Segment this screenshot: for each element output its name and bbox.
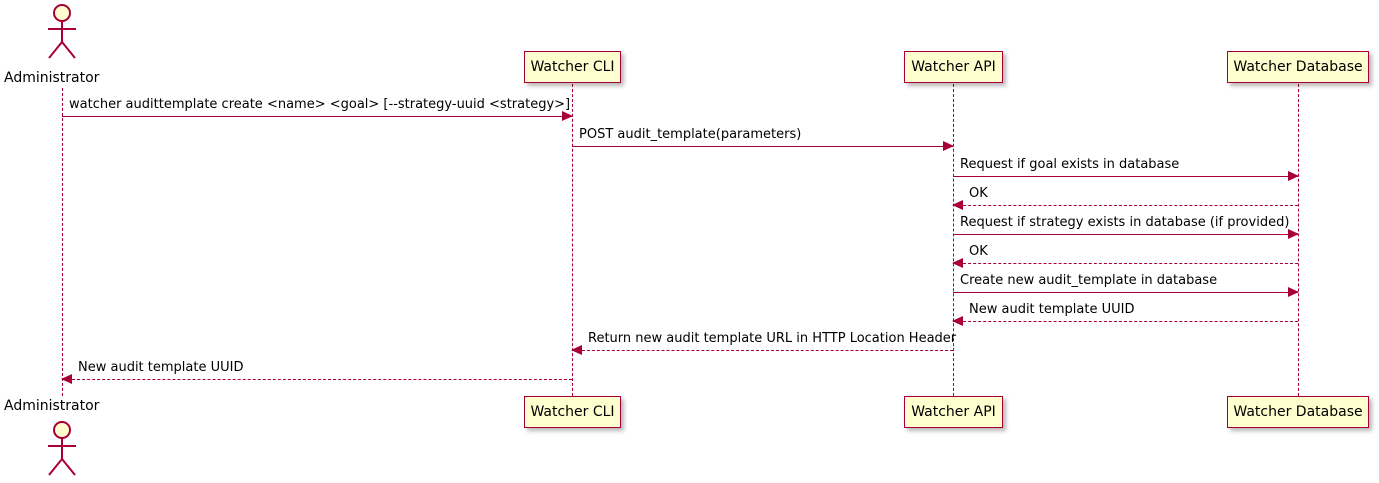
arrow-head-left-icon xyxy=(571,345,582,355)
message-line xyxy=(953,321,1298,322)
message-label: Create new audit_template in database xyxy=(960,273,1218,288)
message-label: New audit template UUID xyxy=(78,360,244,375)
arrow-head-left-icon xyxy=(61,374,72,384)
message-line xyxy=(62,379,572,380)
message-label: Return new audit template URL in HTTP Lo… xyxy=(588,331,957,346)
participant-label: Watcher API xyxy=(911,404,996,420)
message-label: OK xyxy=(969,244,988,259)
actor-admin-top-icon xyxy=(48,4,76,59)
lifeline-database xyxy=(1298,84,1299,396)
participant-watcher-cli-top[interactable]: Watcher CLI xyxy=(524,51,621,83)
actor-admin-bottom-label: Administrator xyxy=(4,398,100,414)
arrow-head-right-icon xyxy=(1288,171,1299,181)
participant-label: Watcher Database xyxy=(1233,404,1363,420)
message-label: Request if goal exists in database xyxy=(960,157,1180,172)
arrow-head-right-icon xyxy=(943,141,954,151)
message-label: OK xyxy=(969,186,988,201)
participant-watcher-database-bottom[interactable]: Watcher Database xyxy=(1227,396,1369,428)
participant-label: Watcher CLI xyxy=(530,404,615,420)
message-line xyxy=(953,234,1298,235)
message-line xyxy=(953,205,1298,206)
lifeline-api xyxy=(953,84,954,396)
actor-admin-bottom-icon xyxy=(48,421,76,476)
participant-label: Watcher CLI xyxy=(530,59,615,75)
arrow-head-left-icon xyxy=(952,258,963,268)
lifeline-cli xyxy=(572,84,573,396)
participant-label: Watcher Database xyxy=(1233,59,1363,75)
actor-admin-top-label: Administrator xyxy=(4,70,100,86)
participant-watcher-api-top[interactable]: Watcher API xyxy=(904,51,1003,83)
message-line xyxy=(572,350,953,351)
arrow-head-left-icon xyxy=(952,200,963,210)
message-line xyxy=(62,116,572,117)
arrow-head-right-icon xyxy=(1288,287,1299,297)
message-line xyxy=(953,292,1298,293)
message-label: POST audit_template(parameters) xyxy=(579,127,802,142)
participant-label: Watcher API xyxy=(911,59,996,75)
arrow-head-right-icon xyxy=(562,111,573,121)
arrow-head-right-icon xyxy=(1288,229,1299,239)
message-label: Request if strategy exists in database (… xyxy=(960,215,1290,230)
message-label: New audit template UUID xyxy=(969,302,1135,317)
lifeline-admin xyxy=(62,88,63,396)
participant-watcher-database-top[interactable]: Watcher Database xyxy=(1227,51,1369,83)
participant-watcher-api-bottom[interactable]: Watcher API xyxy=(904,396,1003,428)
participant-watcher-cli-bottom[interactable]: Watcher CLI xyxy=(524,396,621,428)
arrow-head-left-icon xyxy=(952,316,963,326)
message-line xyxy=(953,263,1298,264)
message-label: watcher audittemplate create <name> <goa… xyxy=(69,97,571,112)
message-line xyxy=(953,176,1298,177)
message-line xyxy=(572,146,953,147)
